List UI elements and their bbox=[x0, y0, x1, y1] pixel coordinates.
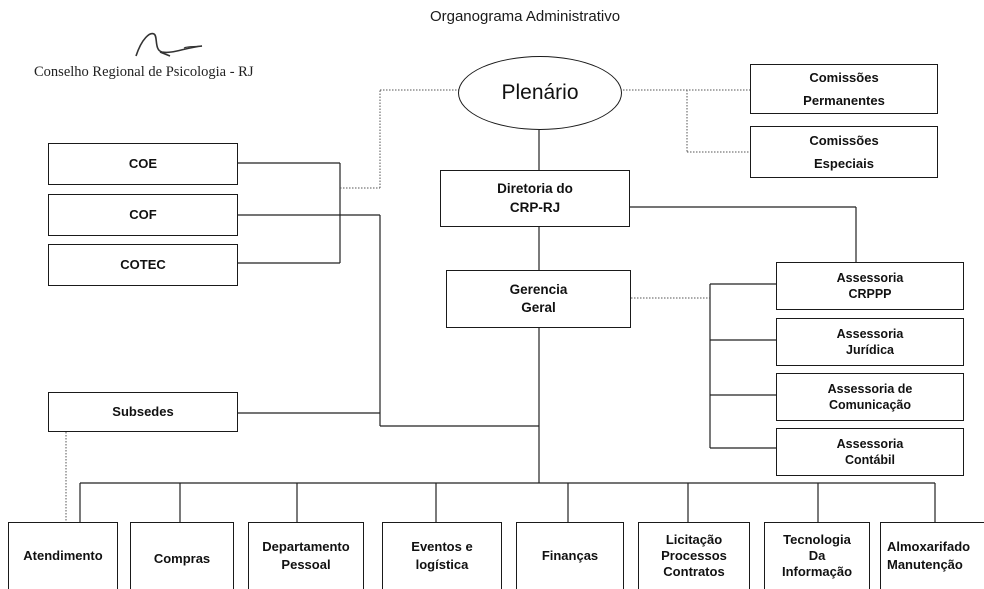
department-label-line: Informação bbox=[781, 564, 853, 580]
advisory-label-line: Assessoria de bbox=[827, 381, 913, 396]
chart-title: Organograma Administrativo bbox=[429, 8, 621, 25]
diretoria-label-line: CRP-RJ bbox=[509, 199, 561, 215]
department-label-line: Departamento bbox=[262, 539, 350, 555]
advisory-label-line: Comunicação bbox=[829, 398, 911, 412]
department-label-line: Almoxarifado bbox=[887, 539, 971, 555]
advisory-label-line: Jurídica bbox=[846, 343, 894, 357]
department-node: Licitação Processos Contratos bbox=[638, 522, 750, 589]
department-node: Compras bbox=[130, 522, 234, 589]
department-label-line: Compras bbox=[153, 551, 211, 567]
gerencia-label-line: Gerencia bbox=[509, 281, 568, 297]
gerencia-node: Gerencia Geral bbox=[446, 270, 631, 328]
commission-label-line: Permanentes bbox=[803, 93, 885, 108]
committee-label: COE bbox=[128, 156, 158, 172]
subsedes-label: Subsedes bbox=[112, 404, 174, 420]
advisory-label-line: CRPPP bbox=[848, 287, 892, 301]
subsedes-node: Subsedes bbox=[48, 392, 238, 432]
diretoria-node: Diretoria do CRP-RJ bbox=[440, 170, 630, 227]
department-label-line: Processos bbox=[661, 547, 727, 563]
advisory-label-line: Assessoria bbox=[836, 270, 904, 285]
department-label-line: Da bbox=[808, 547, 826, 563]
department-label-line: logística bbox=[415, 557, 469, 572]
department-node: Tecnologia Da Informação bbox=[764, 522, 870, 589]
advisory-node: Assessoria Jurídica bbox=[776, 318, 964, 366]
department-label-line: Finanças bbox=[541, 548, 599, 564]
advisory-label-line: Assessoria bbox=[836, 436, 904, 451]
department-node: Eventos e logística bbox=[382, 522, 502, 589]
department-node: Atendimento bbox=[8, 522, 118, 589]
department-label-line: Licitação bbox=[665, 531, 723, 547]
committee-node: COTEC bbox=[48, 244, 238, 286]
department-label-line: Manutenção bbox=[887, 557, 963, 572]
commission-label-line: Comissões bbox=[809, 132, 879, 148]
commission-label-line: Especiais bbox=[814, 156, 874, 171]
department-node: Finanças bbox=[516, 522, 624, 589]
department-label-line: Eventos e bbox=[411, 539, 473, 555]
gerencia-label-line: Geral bbox=[521, 300, 556, 315]
committee-label: COF bbox=[129, 207, 157, 223]
department-label-line: Tecnologia bbox=[783, 531, 851, 547]
committee-label: COTEC bbox=[120, 257, 166, 273]
plenario-label: Plenário bbox=[501, 81, 579, 104]
committee-node: COF bbox=[48, 194, 238, 236]
advisory-node: Assessoria Contábil bbox=[776, 428, 964, 476]
commission-node: Comissões Especiais bbox=[750, 126, 938, 178]
committee-node: COE bbox=[48, 143, 238, 185]
advisory-label-line: Contábil bbox=[845, 453, 895, 467]
psi-logo-icon bbox=[135, 32, 203, 57]
advisory-node: Assessoria de Comunicação bbox=[776, 373, 964, 421]
commission-node: Comissões Permanentes bbox=[750, 64, 938, 114]
organization-name: Conselho Regional de Psicologia - RJ bbox=[34, 64, 254, 80]
department-node: Almoxarifado Manutenção bbox=[880, 522, 984, 589]
department-node: Departamento Pessoal bbox=[248, 522, 364, 589]
department-label-line: Atendimento bbox=[23, 548, 103, 564]
department-label-line: Contratos bbox=[663, 564, 725, 580]
advisory-label-line: Assessoria bbox=[836, 326, 904, 341]
department-label-line: Pessoal bbox=[281, 557, 331, 572]
commission-label-line: Comissões bbox=[809, 69, 879, 85]
plenario-node: Plenário bbox=[458, 56, 622, 130]
advisory-node: Assessoria CRPPP bbox=[776, 262, 964, 310]
diretoria-label-line: Diretoria do bbox=[497, 181, 573, 197]
